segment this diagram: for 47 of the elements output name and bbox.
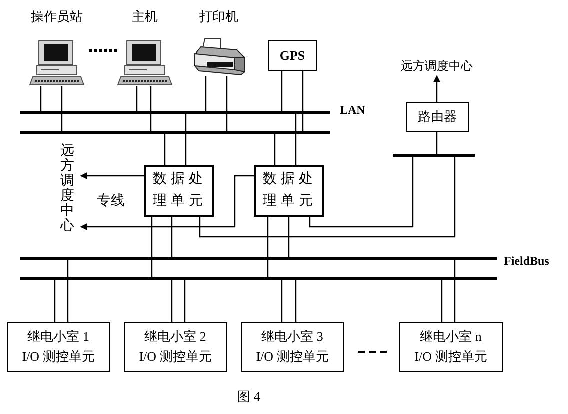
figure-caption: 图 4 (236, 388, 262, 406)
processing-unit-box: 数据处理单元 (144, 165, 214, 217)
connector-line (151, 217, 153, 277)
arrow (80, 172, 144, 180)
connector-line (309, 157, 414, 228)
connector-line (199, 157, 456, 238)
arrow (434, 75, 440, 102)
connector-line (295, 280, 297, 322)
connector-line (171, 217, 173, 257)
line-label: 专线 (97, 192, 125, 210)
bus-label: FieldBus (504, 254, 550, 269)
bus-label: LAN (340, 103, 366, 118)
destination-label: 远方调度中心 (57, 144, 78, 236)
connector-line (205, 76, 207, 111)
connector-line (281, 280, 283, 322)
connector-line (274, 134, 276, 165)
connector-line (171, 280, 173, 322)
connector-line (40, 86, 42, 111)
connector-line (150, 86, 152, 131)
connector-line (288, 217, 290, 257)
connector-line (185, 114, 187, 165)
connector-line (454, 260, 456, 322)
device-label: 主机 (131, 8, 159, 26)
connector-line (61, 86, 63, 131)
destination-label: 远方调度中心 (396, 58, 478, 76)
connector-line (54, 280, 56, 322)
connector-line (67, 260, 69, 322)
connector-line (436, 132, 438, 154)
connector-line (164, 134, 166, 165)
connector-line (441, 280, 443, 322)
connector-line (281, 71, 283, 111)
relay-room-box: 继电小室 1 I/O 测控单元 (7, 322, 110, 372)
arrow (80, 175, 254, 230)
processing-unit-box: 数据处理单元 (254, 165, 324, 217)
connector-line (267, 217, 269, 277)
relay-room-box: 继电小室 3 I/O 测控单元 (241, 322, 344, 372)
relay-room-box: 继电小室 2 I/O 测控单元 (124, 322, 227, 372)
device-box: 路由器 (406, 102, 469, 132)
device-label: 打印机 (198, 8, 240, 26)
connector-line (136, 86, 138, 111)
device-label: 操作员站 (30, 8, 84, 26)
connector-line (226, 76, 228, 131)
connector-line (302, 71, 304, 131)
relay-room-box: 继电小室 n I/O 测控单元 (399, 322, 503, 372)
device-box: GPS (268, 40, 317, 71)
connector-line (295, 114, 297, 165)
connector-line (184, 280, 186, 322)
